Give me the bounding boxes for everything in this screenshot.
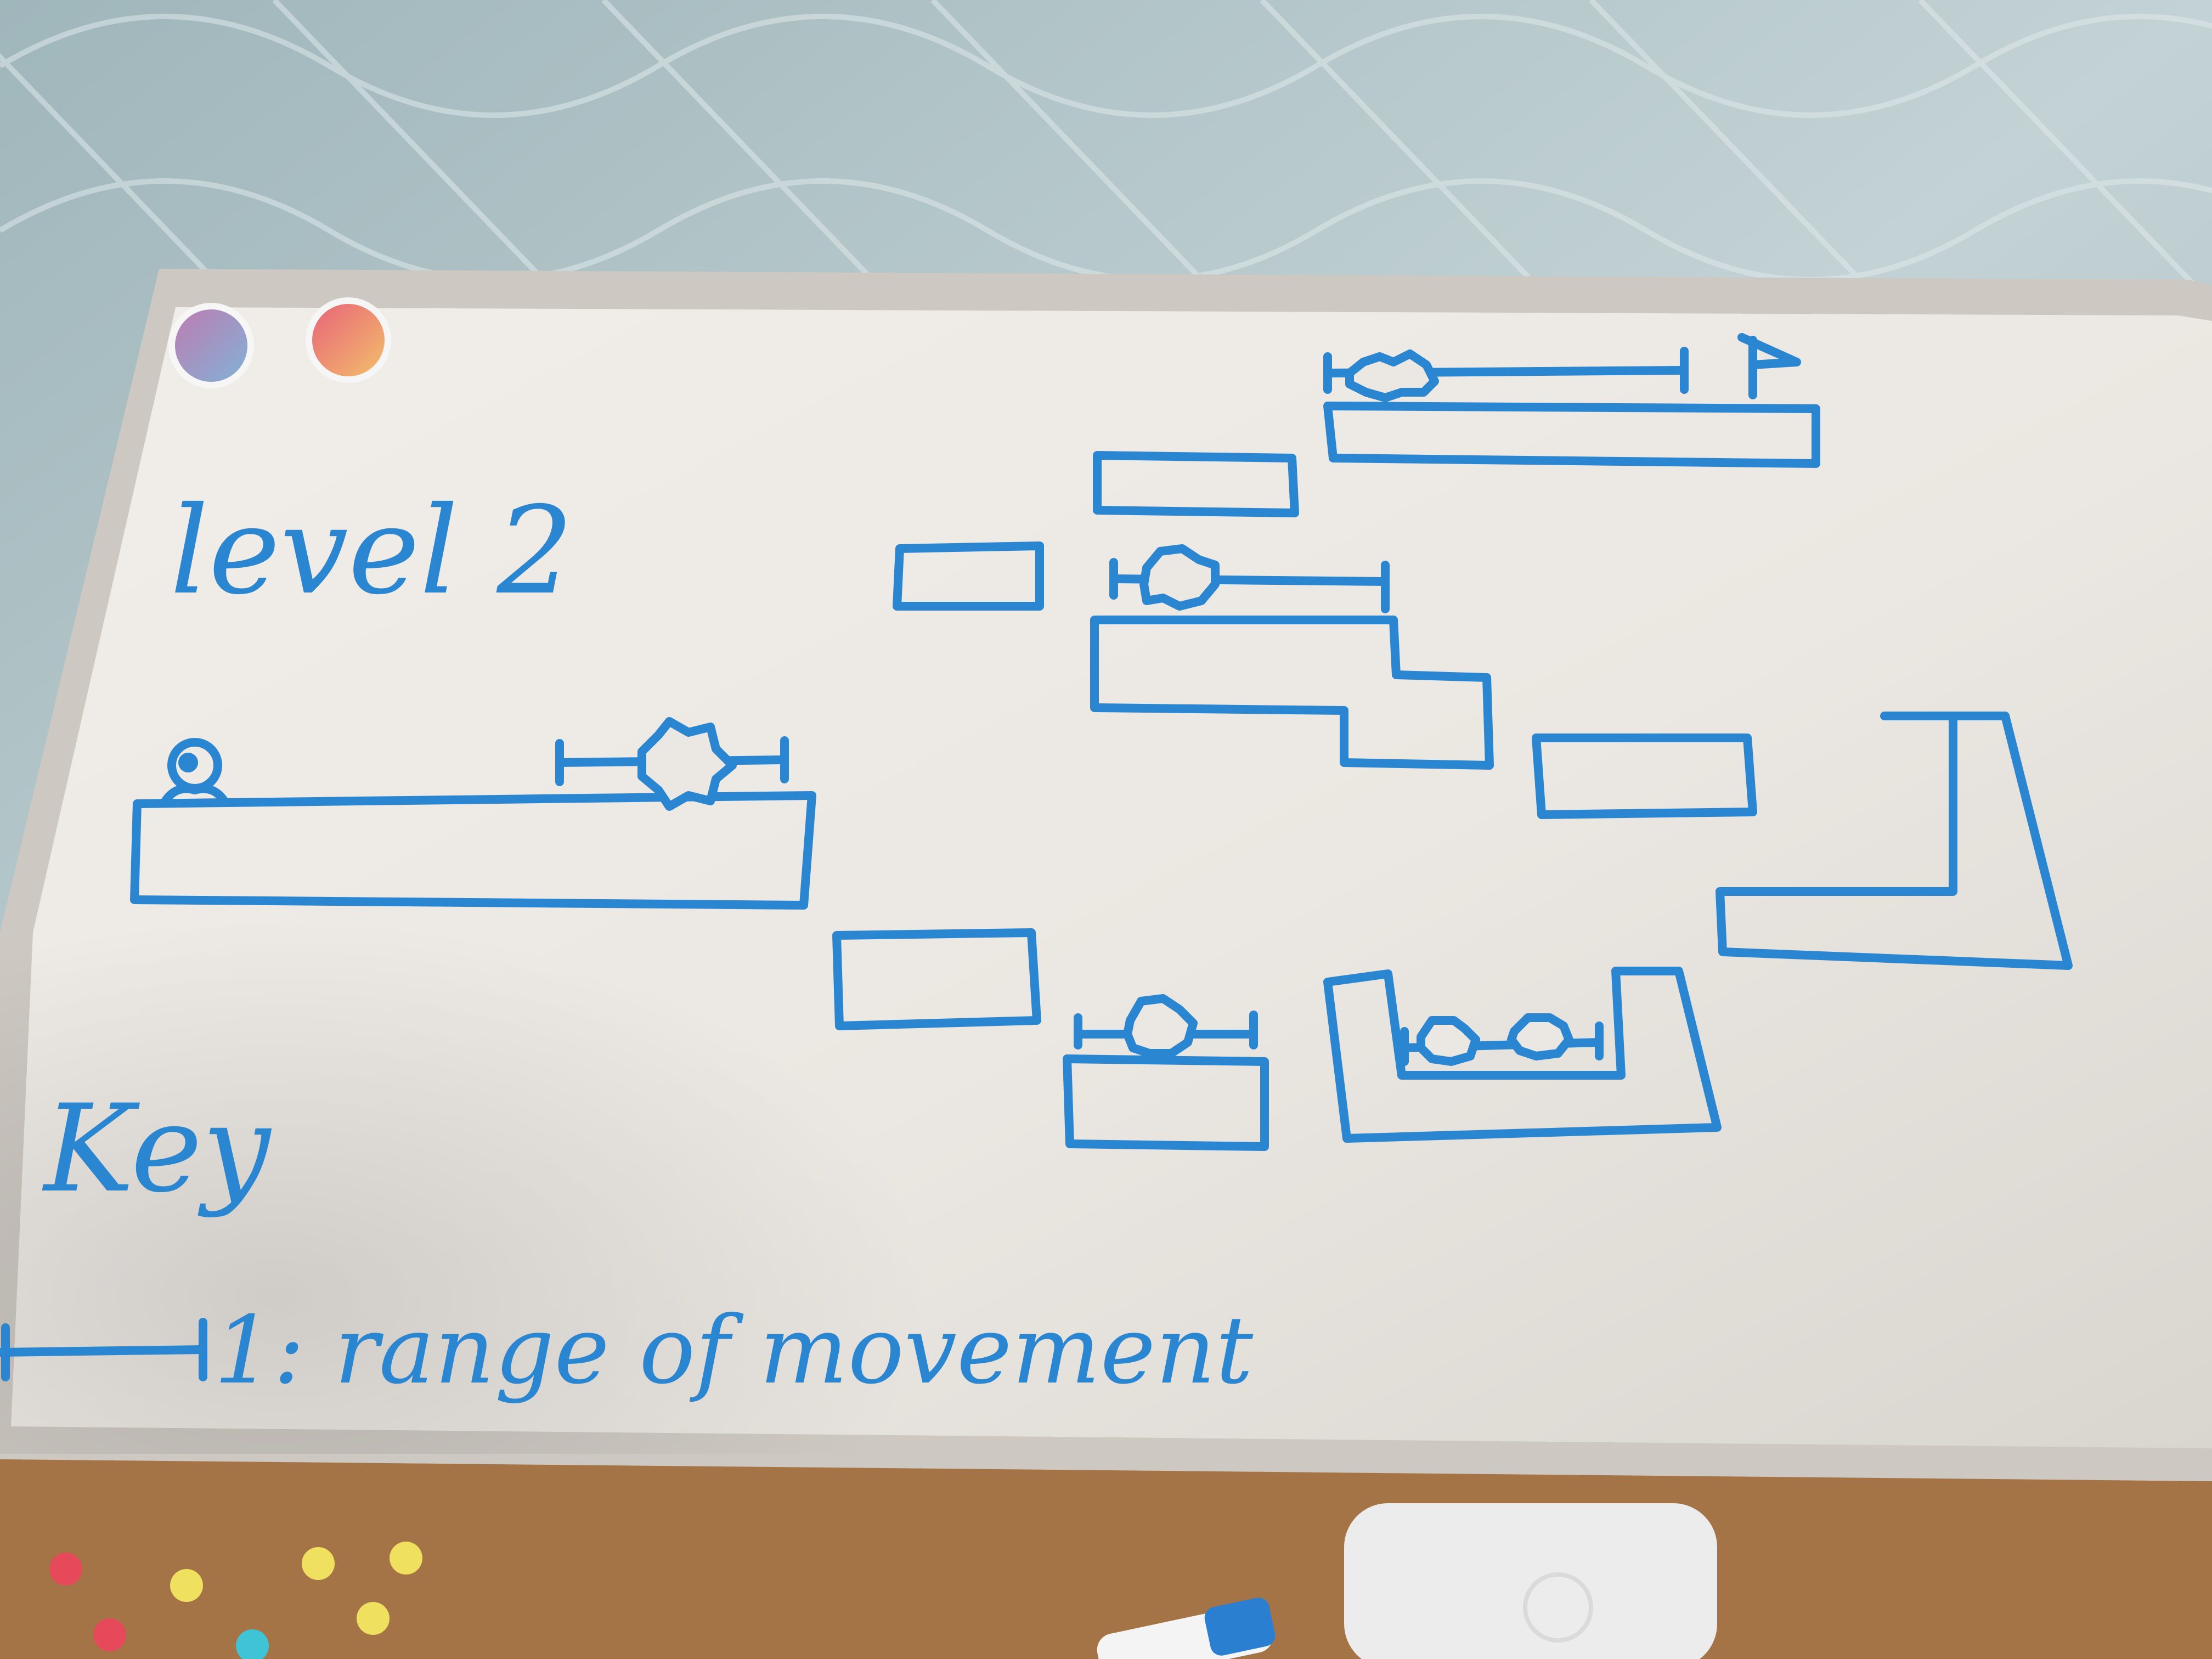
platform-l-wall: [1716, 712, 2073, 970]
goal-flag-icon: [1737, 333, 1801, 399]
platform-block-2: [1093, 451, 1299, 517]
spiky-enemy-icon: [1417, 1016, 1480, 1066]
magnets: [168, 297, 391, 388]
key-range-symbol: [0, 1318, 207, 1381]
platform-block-4: [832, 928, 1041, 1030]
spiky-enemy-icon: [1139, 544, 1220, 611]
player-icon: [160, 738, 229, 806]
platform-enemy-low: [1063, 1054, 1269, 1151]
platform-block-1: [893, 541, 1044, 611]
key-heading: Key: [42, 1079, 272, 1219]
spiky-enemy-icon: [1123, 994, 1198, 1058]
platform-stepped: [1090, 616, 1494, 770]
spiky-enemy-icon: [637, 717, 737, 811]
platform-block-3: [1532, 733, 1757, 819]
key-entry: 1: range of movement: [214, 1296, 1254, 1405]
spiky-enemy-icon: [1507, 1013, 1573, 1060]
level-title: level 2: [170, 481, 573, 621]
spiky-enemy-icon: [1345, 349, 1439, 402]
eraser: [1344, 1503, 1717, 1659]
push-pins: [49, 1542, 422, 1659]
platform-u-pit: [1323, 967, 1722, 1143]
marker-pen: [1097, 1598, 1276, 1659]
level-diagram: [130, 333, 2073, 1151]
platform-start: [130, 791, 816, 910]
platform-goal: [1323, 402, 1820, 468]
